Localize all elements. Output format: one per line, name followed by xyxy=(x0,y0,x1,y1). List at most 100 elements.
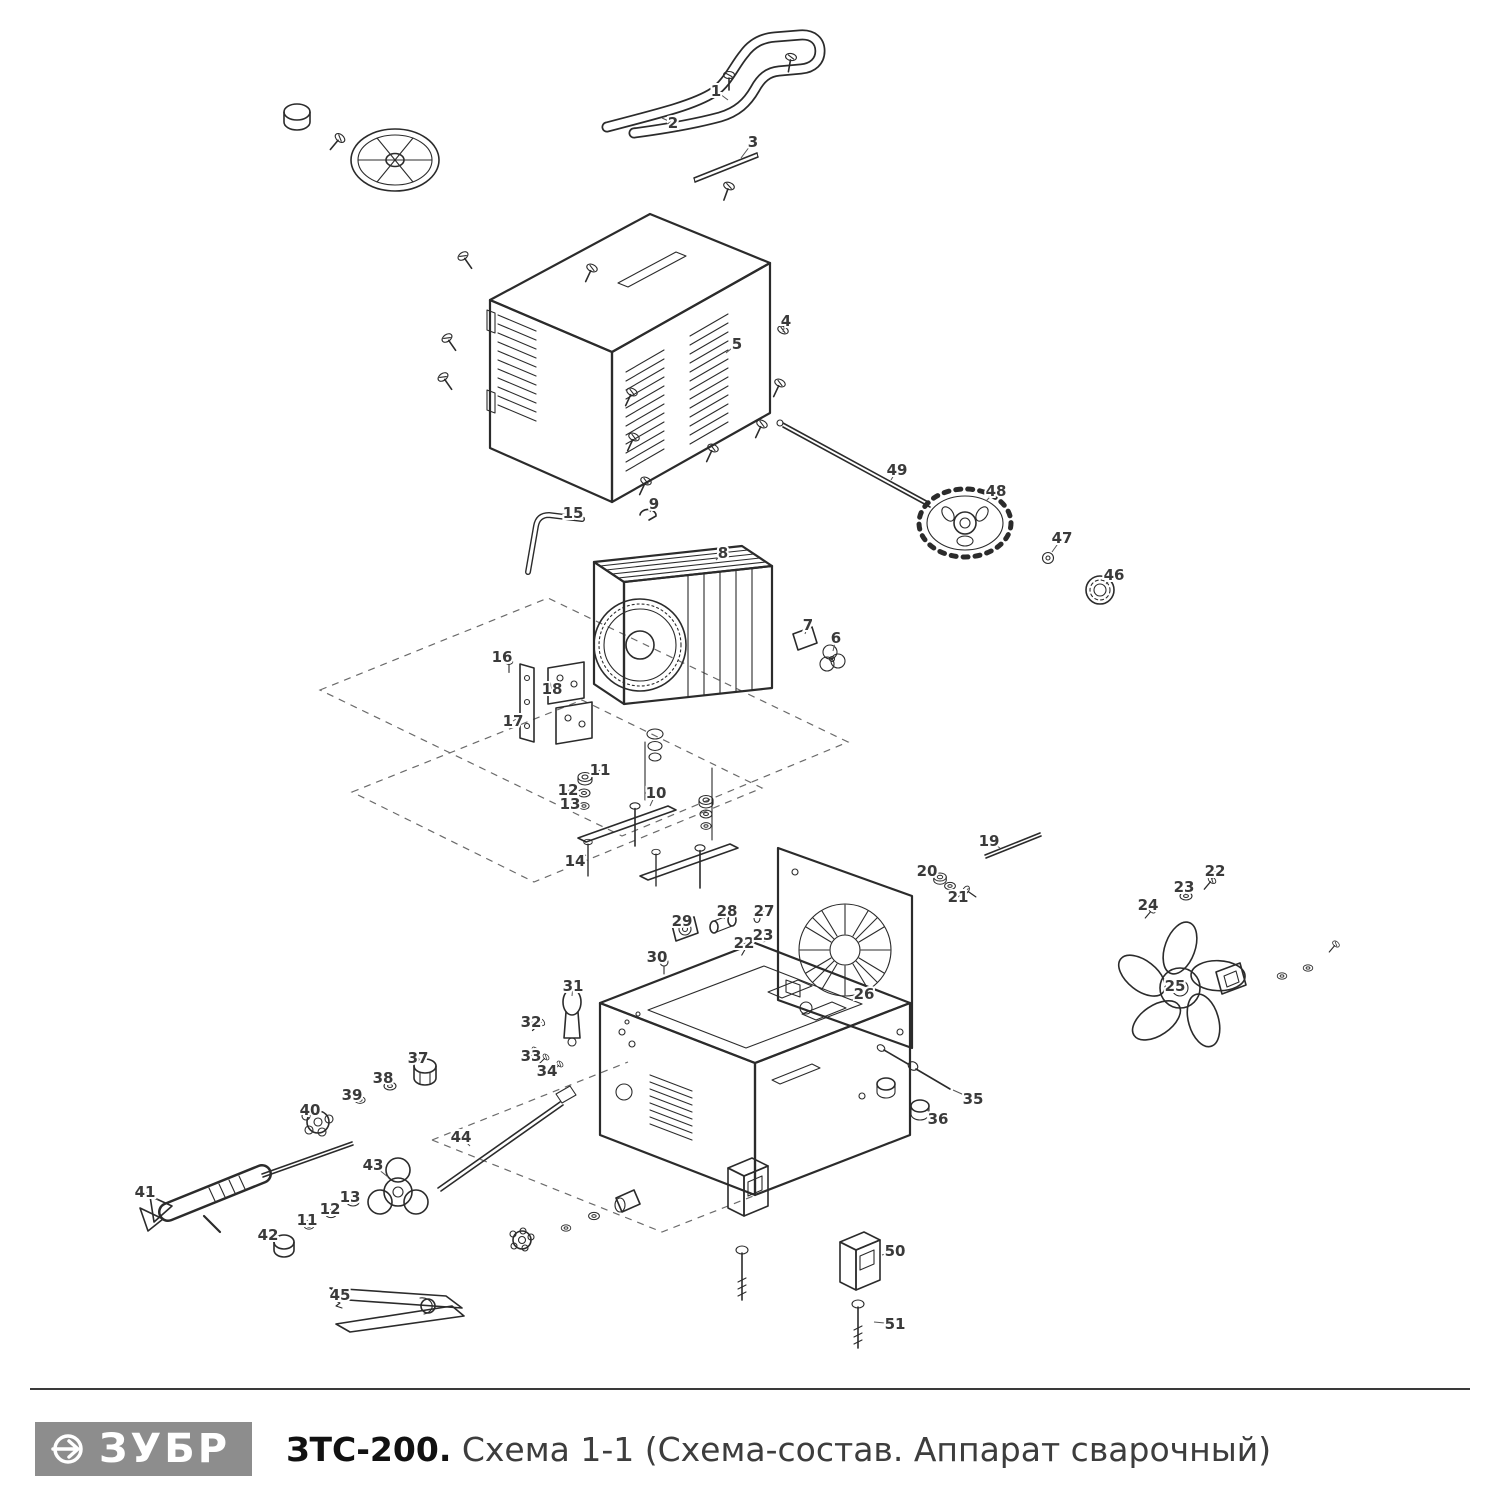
part-number-12: 12 xyxy=(320,1200,341,1218)
part-number-24: 24 xyxy=(1138,896,1159,914)
leader-line-39 xyxy=(351,1094,359,1100)
part-number-51: 51 xyxy=(885,1315,906,1333)
leader-line-43 xyxy=(372,1164,389,1178)
part-number-39: 39 xyxy=(342,1086,363,1104)
part-number-15: 15 xyxy=(563,504,584,522)
part-number-10: 10 xyxy=(646,784,667,802)
terminal-blocks xyxy=(727,1157,881,1349)
leader-line-50 xyxy=(881,1250,896,1256)
leader-line-12 xyxy=(567,789,578,793)
part-number-17: 17 xyxy=(503,712,524,730)
leader-line-24 xyxy=(1147,904,1152,911)
leader-line-23 xyxy=(762,934,765,939)
electrode-holder xyxy=(139,1141,354,1234)
axle-and-rear-wheel xyxy=(776,419,1115,605)
part-number-18: 18 xyxy=(542,680,563,698)
part-number-34: 34 xyxy=(537,1062,558,1080)
part-number-29: 29 xyxy=(672,912,693,930)
cable-fittings xyxy=(509,1189,641,1252)
part-number-12: 12 xyxy=(558,781,579,799)
leader-line-51 xyxy=(873,1321,896,1325)
part-number-30: 30 xyxy=(647,948,668,966)
front-wheel-and-cap xyxy=(283,103,440,192)
leader-line-31 xyxy=(571,985,574,997)
zubr-arrow-icon xyxy=(51,1434,83,1464)
leader-line-22 xyxy=(1211,870,1216,881)
leader-line-19 xyxy=(988,840,1001,849)
leader-line-4 xyxy=(782,320,787,333)
brand-logo: ЗУБР xyxy=(35,1422,253,1476)
part-number-28: 28 xyxy=(717,902,738,920)
leader-line-34 xyxy=(546,1064,557,1072)
front-knob-parts xyxy=(301,1058,437,1137)
cooling-fan xyxy=(1117,874,1342,1048)
part-number-38: 38 xyxy=(373,1069,394,1087)
leader-line-20 xyxy=(926,870,938,877)
construction-guide-lines xyxy=(318,597,861,1233)
leader-lines-layer xyxy=(144,90,1216,1325)
part-number-32: 32 xyxy=(521,1013,542,1031)
leader-line-38 xyxy=(382,1077,390,1085)
part-number-1: 1 xyxy=(711,82,721,100)
part-number-11: 11 xyxy=(297,1211,318,1229)
diagram-caption: ЗТС-200. Схема 1-1 (Схема-состав. Аппара… xyxy=(286,1430,1271,1469)
part-number-7: 7 xyxy=(803,616,813,634)
leader-line-9 xyxy=(649,503,655,513)
part-number-33: 33 xyxy=(521,1047,542,1065)
part-number-23: 23 xyxy=(753,926,774,944)
part-number-3: 3 xyxy=(748,133,758,151)
leader-line-22 xyxy=(743,942,748,947)
part-number-25: 25 xyxy=(1165,977,1186,995)
part-number-50: 50 xyxy=(885,1242,906,1260)
leader-line-47 xyxy=(1051,537,1063,553)
leader-line-12 xyxy=(329,1208,333,1213)
part-number-4: 4 xyxy=(781,312,791,330)
part-number-13: 13 xyxy=(560,795,581,813)
leader-line-41 xyxy=(144,1191,159,1201)
rod-and-fasteners-19-21 xyxy=(933,832,1042,902)
cable-assembly xyxy=(437,1085,577,1192)
part-number-21: 21 xyxy=(948,888,969,906)
part-number-27: 27 xyxy=(754,902,775,920)
leader-line-5 xyxy=(725,343,738,354)
leader-line-11 xyxy=(306,1219,310,1225)
part-number-41: 41 xyxy=(135,1183,156,1201)
leader-line-2 xyxy=(661,117,674,124)
leader-line-46 xyxy=(1105,574,1115,585)
footer-divider xyxy=(30,1388,1470,1390)
part-number-47: 47 xyxy=(1052,529,1073,547)
holder-hardware xyxy=(273,1197,360,1258)
part-number-36: 36 xyxy=(928,1110,949,1128)
leader-line-33 xyxy=(530,1050,537,1057)
leader-line-16 xyxy=(501,656,509,663)
leader-line-18 xyxy=(549,681,553,690)
earth-clamp xyxy=(329,1287,465,1333)
part-number-48: 48 xyxy=(986,482,1007,500)
front-panel-components xyxy=(659,912,769,975)
part-number-19: 19 xyxy=(979,832,1000,850)
part-number-9: 9 xyxy=(649,495,659,513)
part-number-35: 35 xyxy=(963,1090,984,1108)
handle-assembly xyxy=(601,29,826,139)
leader-line-26 xyxy=(851,993,865,1001)
top-cover xyxy=(486,212,772,504)
rod-part-3 xyxy=(693,152,759,183)
part-number-37: 37 xyxy=(408,1049,429,1067)
part-number-40: 40 xyxy=(300,1101,321,1119)
leader-line-35 xyxy=(952,1089,974,1100)
leader-line-27 xyxy=(757,910,765,918)
leader-line-32 xyxy=(530,1021,540,1024)
part-number-2: 2 xyxy=(668,114,678,132)
part-number-46: 46 xyxy=(1104,566,1125,584)
leader-line-15 xyxy=(572,512,584,519)
transformer-core-assembly xyxy=(592,544,774,706)
leader-line-7 xyxy=(804,624,809,635)
leader-line-17 xyxy=(512,715,522,722)
part-number-42: 42 xyxy=(258,1226,279,1244)
leader-line-8 xyxy=(715,552,724,561)
leader-line-21 xyxy=(957,891,964,898)
diagram-subtitle: Схема 1-1 (Схема-состав. Аппарат сварочн… xyxy=(461,1429,1272,1469)
leader-line-11 xyxy=(590,769,601,778)
part-number-20: 20 xyxy=(917,862,938,880)
